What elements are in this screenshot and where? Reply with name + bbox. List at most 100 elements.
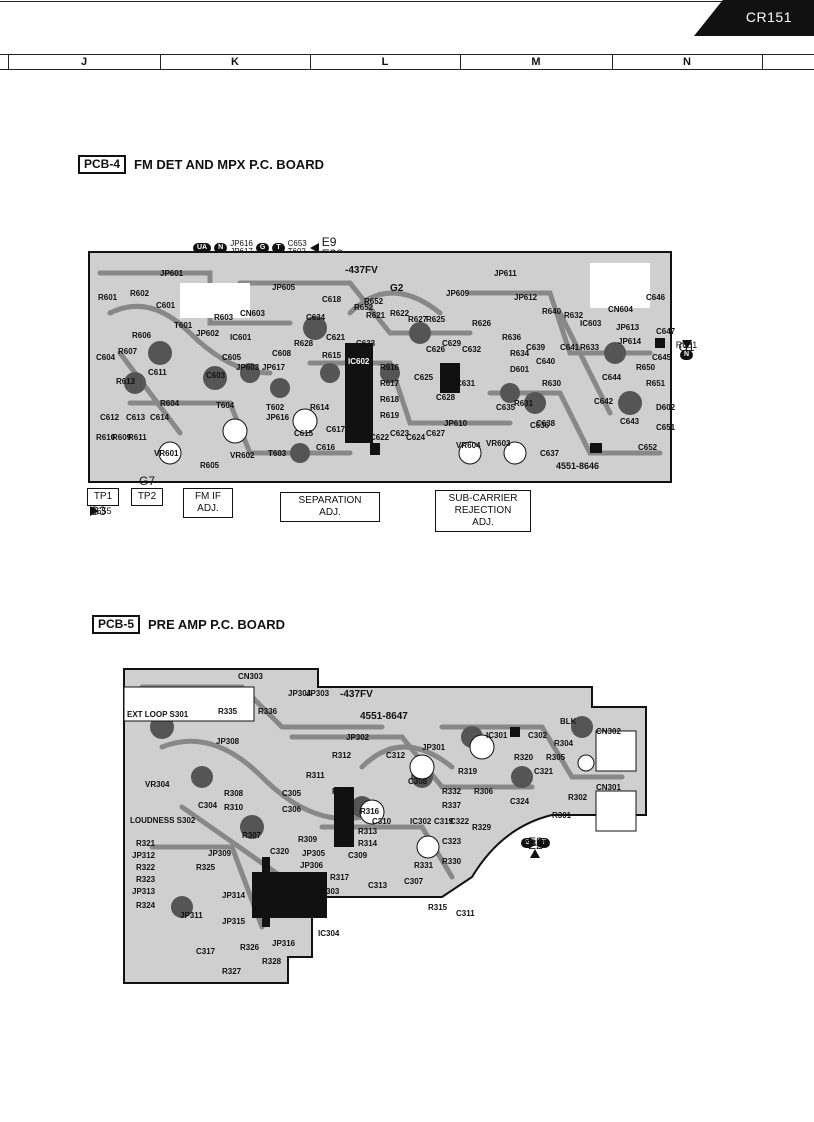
pcb5-label: R313 xyxy=(358,827,378,836)
pcb4-label: R602 xyxy=(130,289,150,298)
pcb4-label: R617 xyxy=(380,379,400,388)
pcb4-label: C614 xyxy=(150,413,170,422)
pcb4-label: R616 xyxy=(380,363,400,372)
pcb4-label: JP605 xyxy=(272,283,296,292)
pcb4-label: VR603 xyxy=(486,439,511,448)
pcb4-label: IC603 xyxy=(580,319,602,328)
pcb4-label: JP612 xyxy=(514,293,538,302)
pcb4-label: C616 xyxy=(316,443,336,452)
g3-label: G3 xyxy=(90,504,107,518)
pcb5-label: R332 xyxy=(442,787,462,796)
pcb4-traces xyxy=(90,253,670,481)
c653-label: C653 xyxy=(287,239,307,248)
pcb5-label: R304 xyxy=(554,739,574,748)
pcb4-label: T604 xyxy=(216,401,235,410)
g3-ref: R655 xyxy=(90,506,112,516)
pcb5-label: JP303 xyxy=(306,689,330,698)
pcb5-label: C309 xyxy=(348,851,368,860)
pcb5-label: C306 xyxy=(282,805,302,814)
pcb5-label: C323 xyxy=(442,837,462,846)
grid-cell-j: J xyxy=(8,55,161,69)
pcb5-label: R301 xyxy=(552,811,572,820)
pcb5-label: C322 xyxy=(450,817,470,826)
pcb4-label: C604 xyxy=(96,353,116,362)
pcb4-label: R615 xyxy=(322,351,342,360)
pcb4-label: D601 xyxy=(510,365,530,374)
pill-ua: UA xyxy=(193,243,212,253)
pcb4-label: IC602 xyxy=(348,357,370,366)
pcb5-label: R315 xyxy=(428,903,448,912)
pcb4-label: R628 xyxy=(294,339,314,348)
pcb5-label: R310 xyxy=(224,803,244,812)
pcb5-label: JP305 xyxy=(302,849,326,858)
pcb4-label: T602 xyxy=(266,403,285,412)
pcb4-label: R651 xyxy=(646,379,666,388)
pcb4-label: C601 xyxy=(156,301,176,310)
g1-pill: N xyxy=(680,350,694,360)
pcb5-pills: G T xyxy=(521,838,550,848)
pcb4-label: R652 xyxy=(354,303,374,312)
pcb5-label: JP304 xyxy=(288,689,312,698)
loudness-label: LOUDNESS S302 xyxy=(130,816,196,825)
model-number: CR151 xyxy=(745,9,792,25)
pcb4-label: R618 xyxy=(380,395,400,404)
pcb5-label: C307 xyxy=(404,877,424,886)
arrow-left-icon xyxy=(309,243,319,253)
pcb4-label: C626 xyxy=(426,345,446,354)
pcb4-label: C621 xyxy=(326,333,346,342)
pcb5-label: R306 xyxy=(474,787,494,796)
g1-ref: R651 xyxy=(675,340,698,350)
pcb5-label: C313 xyxy=(368,881,388,890)
pcb5-label: C317 xyxy=(196,947,216,956)
arrow-down-icon xyxy=(681,340,692,349)
c324-label: C324 xyxy=(524,838,547,848)
pcb4-label: R614 xyxy=(310,403,330,412)
pcb4-label: R631 xyxy=(514,399,534,408)
pcb4-label: C645 xyxy=(652,353,672,362)
pcb4-label: R611 xyxy=(128,433,147,442)
pcb5-label: JP316 xyxy=(272,939,296,948)
pill-n: N xyxy=(214,243,228,253)
pcb5-label: C302 xyxy=(528,731,548,740)
pcb4-heading: PCB-4 FM DET AND MPX P.C. BOARD xyxy=(78,155,324,174)
pcb4-label: R626 xyxy=(472,319,492,328)
pcb4-title: FM DET AND MPX P.C. BOARD xyxy=(134,157,324,172)
pcb5-label: C305 xyxy=(282,789,302,798)
pcb5-label: JP311 xyxy=(180,911,203,920)
cn301-label: CN301 xyxy=(596,783,621,792)
pcb5-label: IC302 xyxy=(410,817,432,826)
pcb4-label: R630 xyxy=(542,379,562,388)
pcb5-label: R325 xyxy=(196,863,216,872)
pcb5-label: R319 xyxy=(458,767,478,776)
pcb4-label: R607 xyxy=(118,347,138,356)
pcb4-label: C637 xyxy=(540,449,560,458)
pcb5-tag: PCB-5 xyxy=(92,615,141,634)
pcb4-label: R601 xyxy=(98,293,118,302)
pcb5-label: R302 xyxy=(568,793,588,802)
pcb4-label: C611 xyxy=(148,368,167,377)
pcb5-bottom-callout: G T C323 C324 E2 E3 xyxy=(521,835,550,858)
pcb4-label: C615 xyxy=(294,429,314,438)
pcb4-label: C605 xyxy=(222,353,242,362)
adj-line: ADJ. xyxy=(197,503,219,514)
g1-label: G1 xyxy=(678,340,695,354)
pcb5-label: R323 xyxy=(136,875,156,884)
pcb4-label: C651 xyxy=(656,423,676,432)
pcb4-label: C639 xyxy=(526,343,546,352)
pcb4-label: T601 xyxy=(174,321,193,330)
pcb5-label: IC301 xyxy=(486,731,508,740)
pcb4-label: C647 xyxy=(656,327,676,336)
g3-callout: G3 R655 xyxy=(90,504,112,518)
pcb5-label: R331 xyxy=(414,861,434,870)
pcb5-label: R329 xyxy=(472,823,492,832)
pill-g: G xyxy=(521,838,535,848)
pcb4-label: R603 xyxy=(214,313,234,322)
grid-cell-l: L xyxy=(310,55,461,69)
pcb4-label: C640 xyxy=(536,357,556,366)
pcb4-label: C633 xyxy=(356,339,376,348)
pcb5-label: R328 xyxy=(262,957,282,966)
pcb4-label: C603 xyxy=(206,371,226,380)
pcb4-board: -437FV R601 R602 JP601 C601 T601 R606 R6… xyxy=(88,251,676,483)
pcb4-label: C636 xyxy=(530,421,550,430)
pcb4-label: R640 xyxy=(542,307,562,316)
